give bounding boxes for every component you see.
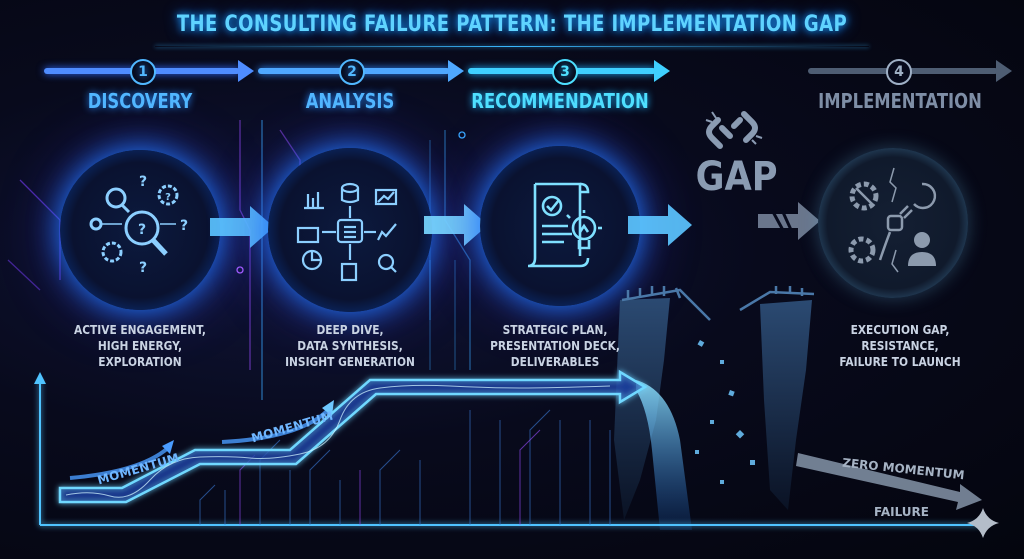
description-line: DEEP DIVE, — [316, 322, 384, 337]
svg-text:?: ? — [139, 260, 147, 276]
failure-label: FAILURE — [874, 505, 929, 519]
stage-circle-analysis — [268, 148, 432, 312]
stage-description-recommendation: STRATEGIC PLAN, PRESENTATION DECK, DELIV… — [466, 322, 645, 370]
description-line: DATA SYNTHESIS, — [297, 338, 403, 353]
svg-text:?: ? — [165, 192, 171, 203]
svg-text:?: ? — [138, 222, 146, 238]
page-title: THE CONSULTING FAILURE PATTERN: THE IMPL… — [176, 12, 848, 37]
broken-gears-plug-person-icon — [848, 167, 937, 273]
description-line: PRESENTATION DECK, — [490, 338, 620, 353]
title-divider — [155, 46, 869, 47]
description-line: RESISTANCE, — [861, 338, 939, 353]
stage-circle-recommendation — [480, 146, 640, 306]
y-axis-arrowhead — [34, 372, 46, 384]
flow-arrow-1-to-2 — [210, 206, 274, 248]
broken-bridge-cliffs — [614, 286, 815, 530]
momentum-line — [58, 369, 648, 504]
flow-arrow-3-to-gap — [628, 204, 692, 246]
description-line: EXECUTION GAP, — [850, 322, 950, 337]
description-line: HIGH ENERGY, — [97, 338, 183, 353]
stage-number-3: 3 — [552, 59, 578, 85]
stage-number-2: 2 — [339, 59, 365, 85]
broken-chain-link-icon — [705, 111, 763, 149]
description-line: INSIGHT GENERATION — [285, 354, 415, 369]
document-check-lightbulb-icon — [527, 182, 602, 268]
stage-number-4: 4 — [886, 59, 912, 85]
gap-label: GAP — [695, 154, 778, 200]
description-line: FAILURE TO LAUNCH — [839, 354, 961, 369]
stage-description-implementation: EXECUTION GAP, RESISTANCE, FAILURE TO LA… — [811, 322, 990, 370]
stage-label-discovery: DISCOVERY — [87, 89, 193, 113]
svg-text:?: ? — [139, 174, 147, 190]
stage-circle-discovery: ? ? ? ? ? — [60, 150, 220, 310]
description-line: DELIVERABLES — [510, 354, 600, 369]
description-line: STRATEGIC PLAN, — [502, 322, 608, 337]
stage-description-discovery: ACTIVE ENGAGEMENT, HIGH ENERGY, EXPLORAT… — [55, 322, 225, 370]
magnifier-question-gears-icon: ? ? ? ? ? — [89, 174, 188, 276]
svg-text:?: ? — [180, 218, 188, 234]
sparkle-icon — [967, 508, 999, 538]
stage-circle-implementation — [818, 148, 968, 298]
momentum-chart — [34, 369, 999, 538]
flow-arrow-2-to-3 — [424, 204, 488, 246]
stage-label-analysis: ANALYSIS — [305, 89, 395, 113]
data-hub-charts-icon — [296, 182, 398, 282]
zero-momentum-arrow — [796, 453, 982, 510]
description-line: ACTIVE ENGAGEMENT, — [74, 322, 206, 337]
stage-number-1: 1 — [130, 59, 156, 85]
stage-label-recommendation: RECOMMENDATION — [471, 89, 649, 113]
stage-label-implementation: IMPLEMENTATION — [818, 89, 982, 113]
description-line: EXPLORATION — [98, 354, 182, 369]
broken-arrow-to-implementation — [758, 202, 820, 240]
stage-description-analysis: DEEP DIVE, DATA SYNTHESIS, INSIGHT GENER… — [265, 322, 435, 370]
